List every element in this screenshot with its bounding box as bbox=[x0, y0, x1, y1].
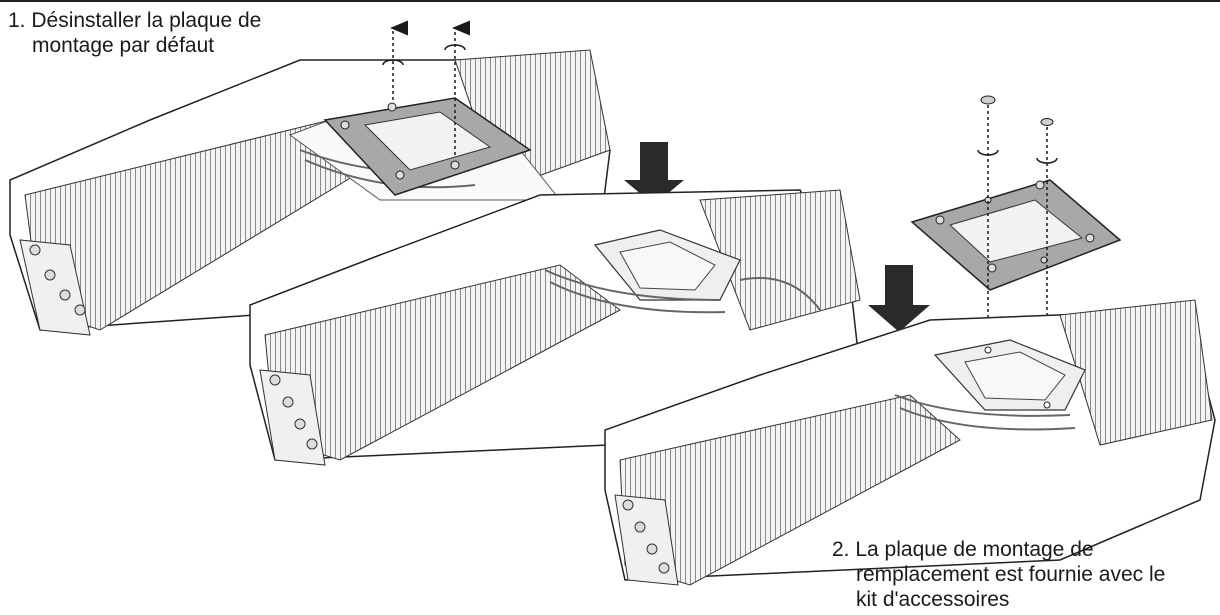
replacement-mounting-plate bbox=[910, 179, 1122, 291]
step-arrow-2 bbox=[868, 265, 930, 332]
screw-icon bbox=[980, 95, 996, 105]
graphics-card-3 bbox=[604, 299, 1216, 586]
screw-icon bbox=[1040, 118, 1054, 126]
step-2-line-1: 2. La plaque de montage de bbox=[832, 538, 1094, 561]
default-mounting-plate bbox=[323, 97, 532, 196]
step-2-line-3: kit d'accessoires bbox=[856, 588, 1010, 611]
removal-arrows bbox=[382, 20, 470, 155]
step-2-caption: 2. La plaque de montage de remplacement … bbox=[832, 537, 1165, 612]
step-arrow-1 bbox=[624, 142, 684, 205]
step-1-caption: 1. Désinstaller la plaque de montage par… bbox=[8, 8, 261, 58]
graphics-card-2 bbox=[249, 189, 861, 466]
top-rule bbox=[0, 0, 1220, 2]
step-1-line-2: montage par défaut bbox=[32, 34, 215, 57]
step-2-line-2: remplacement est fournie avec le bbox=[856, 563, 1166, 586]
step-1-line-1: 1. Désinstaller la plaque de bbox=[8, 9, 262, 32]
